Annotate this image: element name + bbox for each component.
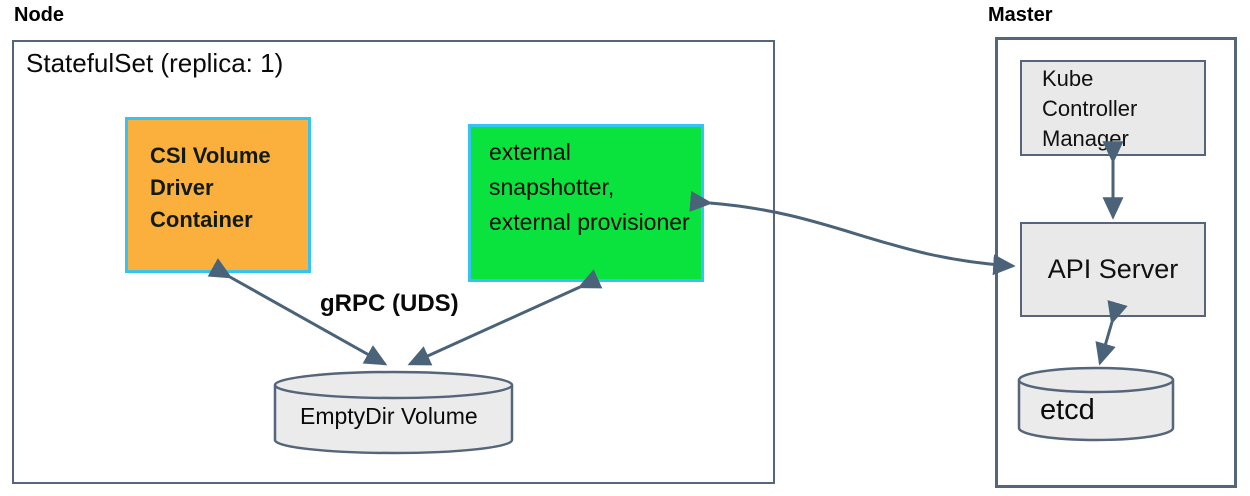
external-snapshotter-provisioner-box: external snapshotter, external provision… <box>468 124 704 282</box>
csi-volume-driver-box: CSI Volume Driver Container <box>125 117 311 273</box>
etcd-label: etcd <box>1040 394 1095 426</box>
node-section-title: Node <box>14 4 64 26</box>
api-server-box: API Server <box>1020 222 1206 317</box>
statefulset-label: StatefulSet (replica: 1) <box>26 48 284 78</box>
grpc-uds-label: gRPC (UDS) <box>320 290 459 317</box>
emptydir-volume-label: EmptyDir Volume <box>300 403 478 429</box>
kube-controller-manager-box: Kube Controller Manager <box>1020 60 1206 156</box>
master-section-title: Master <box>988 4 1053 26</box>
